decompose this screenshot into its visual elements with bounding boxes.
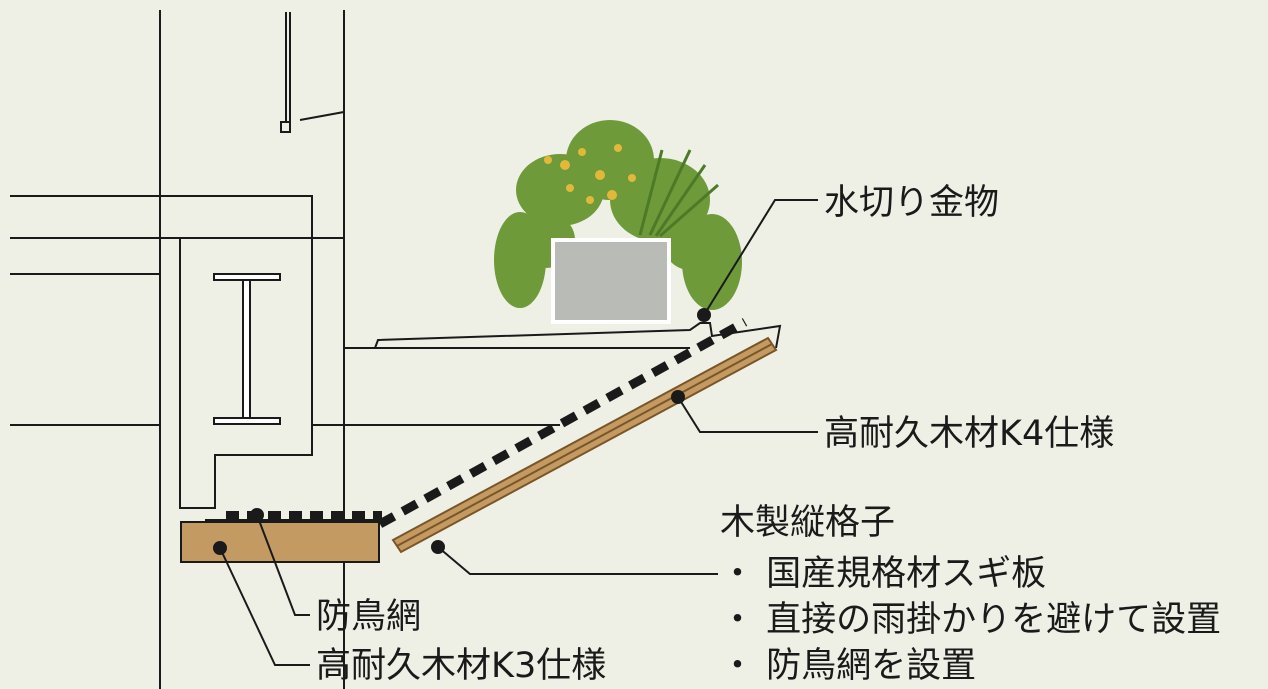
dot-k3 <box>213 541 227 555</box>
leader-k3 <box>219 547 310 666</box>
dot-lattice <box>431 540 445 554</box>
i-beam-web <box>242 279 251 419</box>
base-timber-group <box>180 511 382 563</box>
leader-dots <box>213 308 711 555</box>
building-structure <box>10 10 782 689</box>
planter-box <box>551 238 671 324</box>
leader-lattice <box>437 546 718 575</box>
label-durable-k3: 高耐久木材K3仕様 <box>316 646 607 686</box>
wood-lattice-group <box>377 318 778 554</box>
dot-k4 <box>671 390 685 404</box>
leader-flashing <box>703 199 818 316</box>
dot-flashing <box>697 308 711 322</box>
leader-lines <box>219 199 818 666</box>
upper-slab-edge <box>10 110 345 239</box>
plant-grass <box>638 149 719 238</box>
parapet-ledge <box>344 322 782 349</box>
beam-casing <box>179 238 313 509</box>
plant-flowers <box>544 144 636 204</box>
i-beam-bottom-flange <box>213 417 281 425</box>
window-sill-block <box>280 121 291 133</box>
label-flashing: 水切り金物 <box>824 183 1000 223</box>
dot-bird-net <box>250 508 264 522</box>
planter-group <box>494 120 742 324</box>
bird-net-sloped <box>377 318 748 528</box>
steel-i-beam <box>213 273 281 425</box>
label-durable-k4: 高耐久木材K4仕様 <box>824 414 1115 454</box>
label-lattice-item-3: ・ 防鳥網を設置 <box>720 646 977 686</box>
label-lattice-title: 木製縦格子 <box>720 503 896 543</box>
label-lattice-item-1: ・ 国産規格材スギ板 <box>720 554 1047 594</box>
leader-k4 <box>677 396 818 433</box>
base-timber-block <box>180 521 380 563</box>
leader-bird-net <box>256 514 310 616</box>
wood-lattice-grain <box>396 343 773 547</box>
label-lattice-item-2: ・ 直接の雨掛かりを避けて設置 <box>720 600 1222 640</box>
label-bird-net: 防鳥網 <box>316 597 422 637</box>
